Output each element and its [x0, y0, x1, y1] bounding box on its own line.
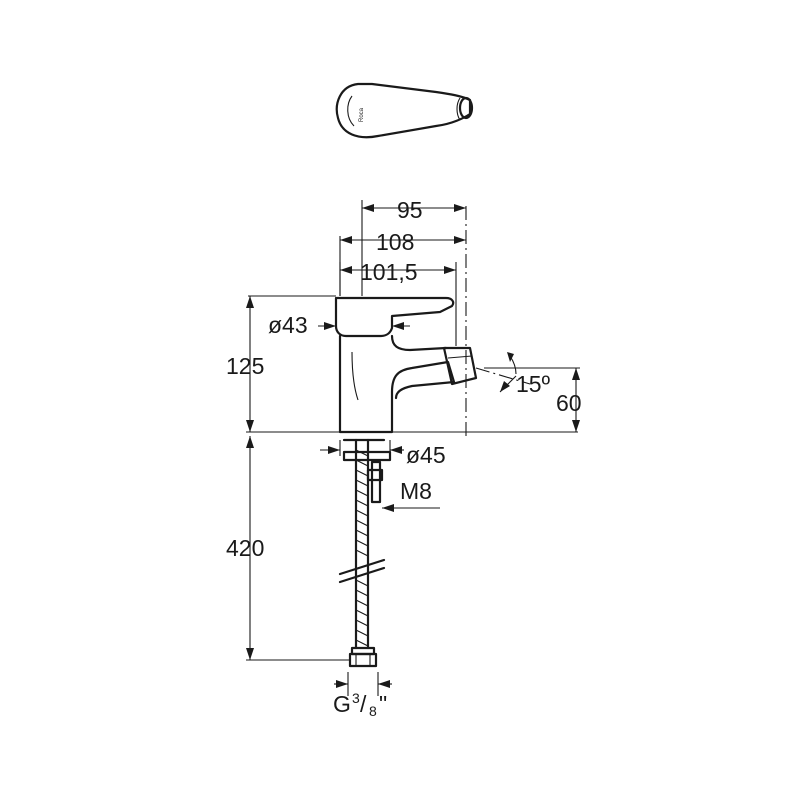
label-g-numerator: 3 [352, 690, 360, 706]
dimension-lines [246, 200, 580, 696]
label-dia-43: ø43 [268, 312, 308, 338]
label-420: 420 [226, 535, 264, 561]
handle-top-view: Roca [335, 82, 474, 139]
label-60: 60 [556, 390, 582, 416]
label-g-denominator: 8 [369, 703, 377, 719]
label-125: 125 [226, 353, 264, 379]
logo-mark: Roca [359, 107, 365, 122]
label-108: 108 [376, 229, 414, 255]
label-95: 95 [397, 197, 423, 223]
label-101-5: 101,5 [360, 259, 418, 285]
label-15-degrees: 15º [516, 371, 551, 397]
label-g-inch: " [379, 691, 387, 717]
dimension-labels: 95 108 101,5 ø43 125 15º 60 ø45 M8 420 G… [226, 197, 582, 719]
supply-hose [338, 438, 392, 668]
label-g-slash: / [360, 691, 367, 717]
faucet-body [334, 296, 478, 442]
label-m8: M8 [400, 478, 432, 504]
label-dia-45: ø45 [406, 442, 446, 468]
label-g: G [333, 691, 351, 717]
